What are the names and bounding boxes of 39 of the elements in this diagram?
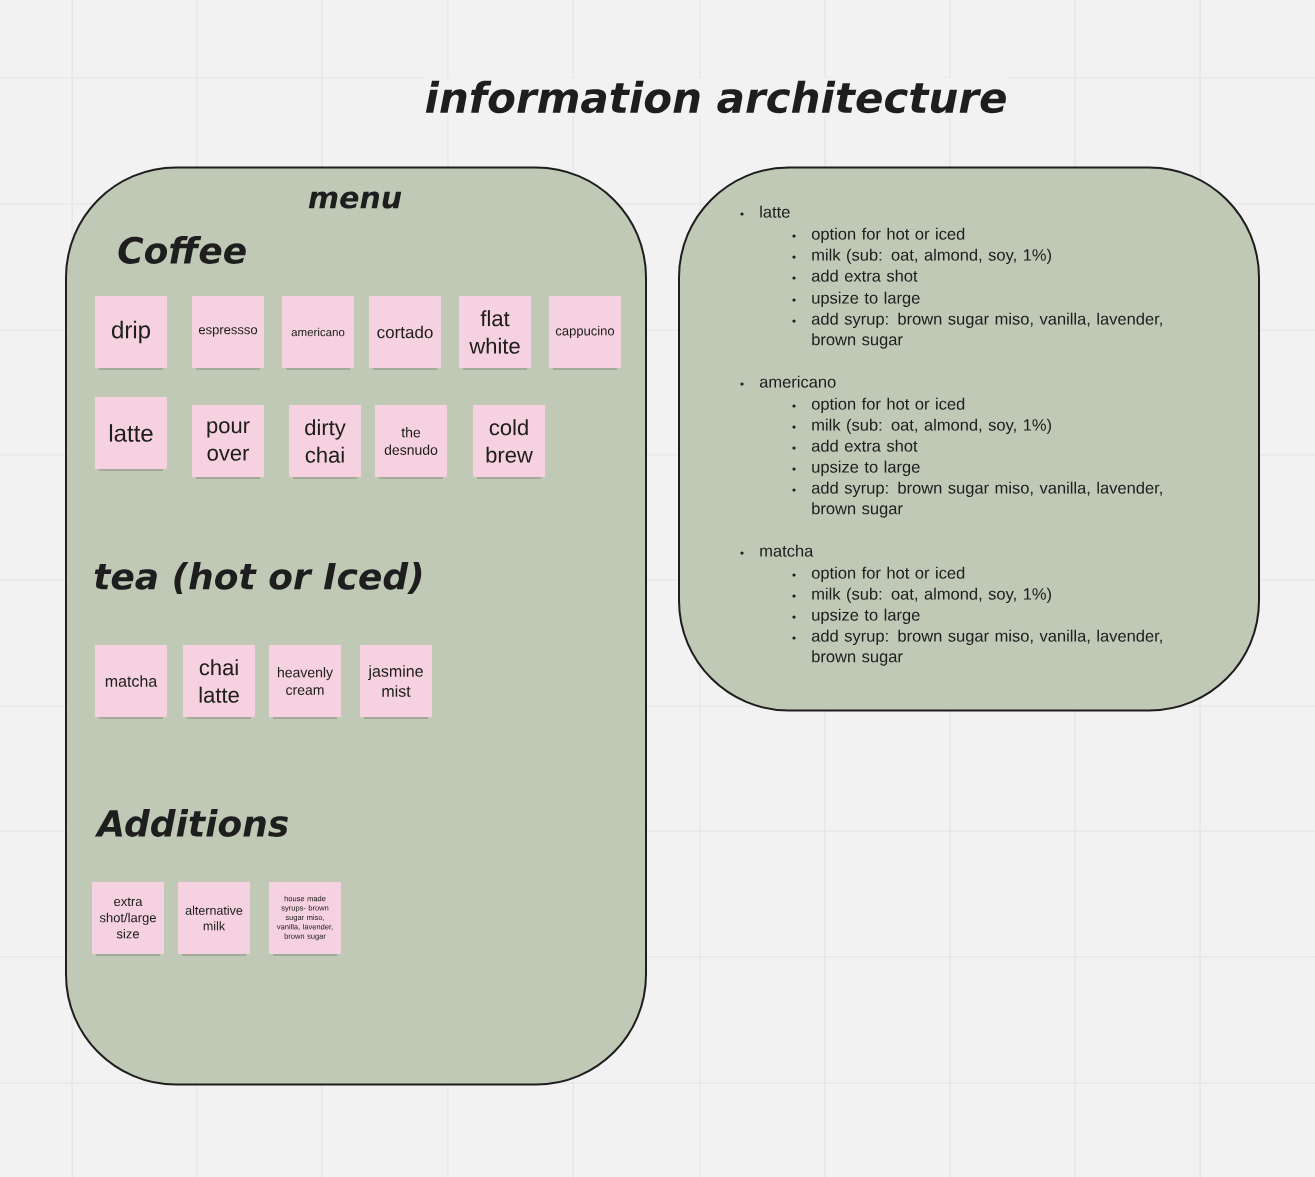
bullet-item: milk (sub: oat, almond, soy, 1%) — [792, 587, 1051, 604]
sticky-note: espressso — [192, 296, 264, 370]
heading: Coffee — [118, 236, 246, 264]
sticky-note: cold brew — [473, 405, 545, 479]
bullet-item: upsize to large — [792, 608, 920, 625]
bullet-item: latte — [740, 205, 790, 218]
sticky-note: latte — [95, 397, 167, 471]
bullet-item: add syrup: brown sugar miso, vanilla, lavender, brown sugar — [792, 481, 1162, 518]
sticky-note: extra shot/large size — [92, 882, 164, 956]
bullet-item: add extra shot — [792, 439, 918, 452]
sticky-note: flat white — [459, 296, 531, 370]
bullet-item: matcha — [740, 544, 814, 557]
bullet-item: option for hot or iced — [792, 397, 965, 414]
bullet-item: add syrup: brown sugar miso, vanilla, lavender, brown sugar — [792, 629, 1162, 666]
heading: tea (hot or Iced) — [94, 561, 422, 595]
sticky-note: cortado — [369, 296, 441, 370]
bullet-item: option for hot or iced — [792, 227, 965, 244]
sticky-note: alternative milk — [178, 882, 250, 956]
bullet-item: milk (sub: oat, almond, soy, 1%) — [792, 418, 1051, 435]
heading: menu — [308, 191, 402, 209]
sticky-note: americano — [282, 296, 354, 370]
sticky-note: the desnudo — [375, 405, 447, 479]
bullet-item: add extra shot — [792, 269, 918, 282]
bullet-item: upsize to large — [792, 291, 920, 308]
bullet-item: upsize to large — [792, 460, 920, 477]
sticky-note: heavenly cream — [269, 645, 341, 719]
sticky-note: chai latte — [183, 645, 255, 719]
bullet-item: americano — [740, 375, 836, 388]
sticky-note: pour over — [192, 405, 264, 479]
sticky-note: dirty chai — [289, 405, 361, 479]
title: information architecture — [421, 77, 1011, 117]
sticky-note: cappucino — [549, 296, 621, 370]
sticky-note: drip — [95, 296, 167, 370]
heading: Additions — [94, 809, 288, 837]
bullet-item: option for hot or iced — [792, 566, 965, 583]
sticky-note: matcha — [95, 645, 167, 719]
bullet-item: add syrup: brown sugar miso, vanilla, lavender, brown sugar — [792, 312, 1162, 349]
bullet-item: milk (sub: oat, almond, soy, 1%) — [792, 248, 1051, 265]
sticky-note: jasmine mist — [360, 645, 432, 719]
